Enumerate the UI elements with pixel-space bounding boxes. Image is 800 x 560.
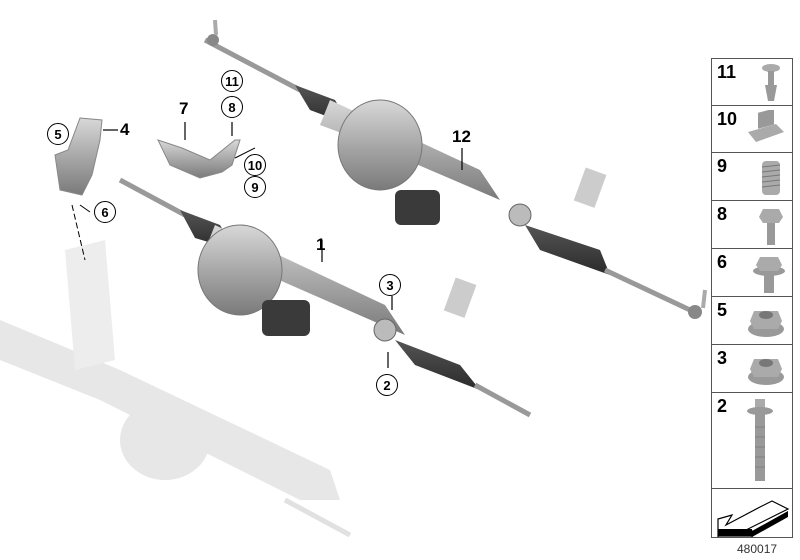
callout-9: 9 [244, 176, 266, 198]
expanding-rivet-icon [762, 64, 780, 101]
callout-12: 12 [452, 127, 471, 146]
callout-11: 11 [221, 70, 243, 92]
ghost-rack [0, 240, 352, 538]
callout-4: 4 [120, 120, 130, 139]
hex-nut-flanged-icon [748, 311, 784, 337]
legend-item-8: 8 [711, 200, 793, 248]
torx-bolt-long-icon [747, 399, 773, 481]
legend-item-6: 6 [711, 248, 793, 296]
callout-7: 7 [179, 99, 189, 118]
drawing-number: 480017 [737, 542, 778, 556]
callout-2: 2 [376, 374, 398, 396]
legend-item-2: 2 [711, 392, 793, 488]
legend-item-10: 10 [711, 105, 793, 152]
direction-arrow-icon [717, 500, 790, 537]
steering-rack-12 [203, 19, 707, 319]
callout-10: 10 [244, 154, 266, 176]
threaded-insert-icon [761, 161, 781, 195]
legend-item-9: 9 [711, 152, 793, 200]
parts-legend: 11 10 9 8 6 5 3 2 [711, 58, 793, 538]
heat-shield-4 [54, 117, 118, 261]
callout-3: 3 [379, 274, 401, 296]
hex-nut-flanged-icon [748, 359, 784, 385]
legend-item-5: 5 [711, 296, 793, 344]
callout-6: 6 [94, 201, 116, 223]
legend-item-3: 3 [711, 344, 793, 392]
legend-item-direction [711, 488, 793, 538]
callout-1: 1 [316, 235, 326, 254]
hex-bolt-small-icon [759, 209, 783, 245]
hex-bolt-flanged-icon [753, 257, 785, 293]
callout-8: 8 [221, 96, 243, 118]
bracket-7 [157, 122, 256, 179]
clip-nut-icon [748, 110, 784, 142]
legend-item-11: 11 [711, 58, 793, 105]
steering-rack-1 [118, 177, 532, 418]
callout-5: 5 [47, 123, 69, 145]
